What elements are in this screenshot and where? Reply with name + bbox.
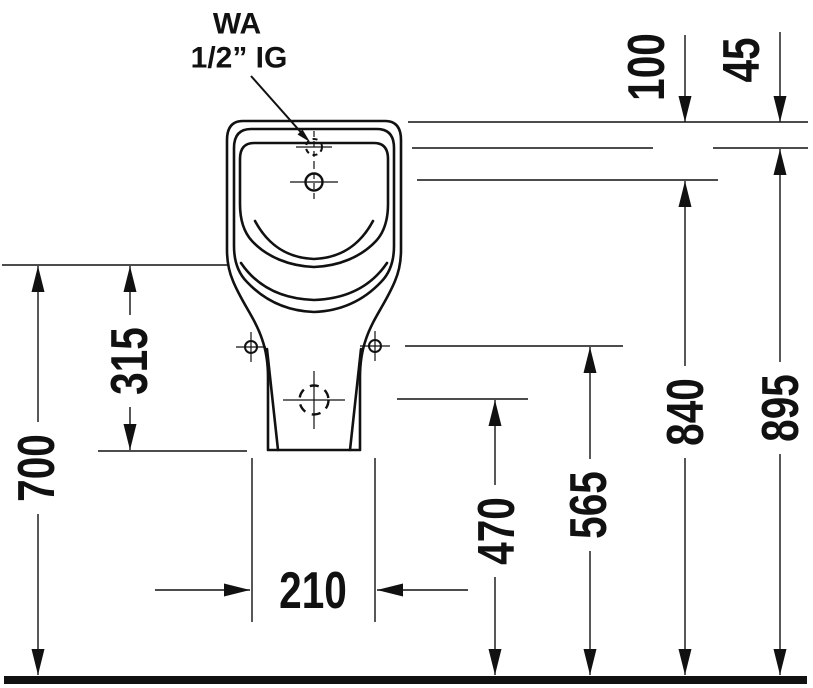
spout-face-right-edge [348,347,363,452]
dim-565-label: 565 [559,471,617,539]
connection-label-line1: WA [213,8,261,41]
urinal-bowl-basin-edge [253,219,375,261]
drain-symbol [283,371,345,429]
callout-leader-line [250,75,307,139]
callout-leader-arrowhead [297,129,310,142]
reference-lines [2,121,808,622]
spreader-hole-symbol [290,163,338,201]
dimension-arrowheads [31,96,787,675]
dimension-labels: 100 45 840 895 700 315 470 565 210 [7,33,809,619]
water-inlet-symbol [296,131,332,163]
spout-face-left-edge [265,347,280,452]
urinal-fixture [225,119,403,452]
dim-895-label: 895 [751,374,809,442]
urinal-bowl-outline [238,141,390,269]
dim-840-label: 840 [656,378,714,446]
dim-470-label: 470 [467,497,525,565]
connection-callout: WA 1/2” IG [191,8,310,142]
floor-line [4,676,807,684]
dim-100-label: 100 [617,33,675,101]
dim-45-label: 45 [712,37,770,82]
urinal-rim-front-edge [239,261,389,302]
mounting-hole-right-symbol [360,331,390,361]
urinal-outer-outline [225,119,403,452]
mounting-hole-left-symbol [236,332,266,362]
connection-label-line2: 1/2” IG [191,42,288,75]
urinal-rim-outline [232,127,396,314]
text-masks [14,315,802,577]
dim-315-label: 315 [100,327,158,395]
dim-700-label: 700 [7,434,65,502]
dim-210-label: 210 [279,561,347,619]
